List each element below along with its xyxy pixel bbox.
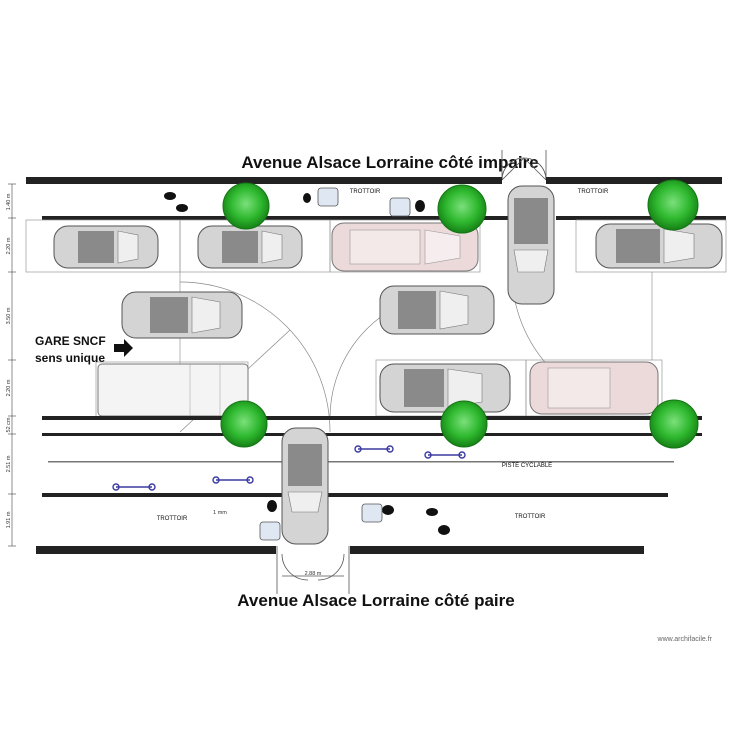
trottoir-bottom-left-label: TROTTOIR xyxy=(157,516,188,522)
car-mid-right xyxy=(379,363,511,413)
door-width-label: 2.88 m xyxy=(305,571,322,577)
car-bottom-vertical xyxy=(281,427,329,545)
tree-icon xyxy=(220,400,268,448)
dim-label: 1.91 m xyxy=(6,511,12,528)
dimension-line-left xyxy=(8,183,16,547)
road-lines xyxy=(42,416,702,497)
dim-label: 52 cm xyxy=(6,417,12,432)
bicycle-icon xyxy=(112,445,466,491)
dim-label: 2.20 m xyxy=(6,237,12,254)
door-top xyxy=(501,150,547,181)
trottoir-top-right-label: TROTTOIR xyxy=(578,189,609,195)
van-left xyxy=(97,363,249,417)
car-mid-center xyxy=(379,285,495,335)
tree-icon xyxy=(647,179,699,231)
dimension-labels-left: 1.40 m 2.20 m 3.50 m 2.20 m 52 cm 2.51 m… xyxy=(6,193,12,528)
gare-label-line2: sens unique xyxy=(35,351,105,365)
car-mid-left xyxy=(121,291,243,339)
car-top-vertical xyxy=(507,185,555,305)
pink-car-mid xyxy=(529,361,659,415)
dim-label: 1.40 m xyxy=(6,193,12,210)
watermark: www.archifacile.fr xyxy=(657,636,713,643)
gare-label-line1: GARE SNCF xyxy=(35,334,106,348)
tree-icon xyxy=(649,399,699,449)
trottoir-bottom-right-label: TROTTOIR xyxy=(515,514,546,520)
car-top-right xyxy=(595,223,723,269)
car-top-2 xyxy=(197,225,303,269)
door-bottom xyxy=(276,546,350,594)
dimension-1mm-label: 1 mm xyxy=(213,510,227,516)
street-title-top: Avenue Alsace Lorraine côté impaire xyxy=(241,153,538,172)
dim-label: 2.20 m xyxy=(6,379,12,396)
wall-top xyxy=(26,177,722,184)
dim-label: 2.51 m xyxy=(6,455,12,472)
street-title-bottom: Avenue Alsace Lorraine côté paire xyxy=(237,591,514,610)
piste-cyclable-label: PISTE CYCLABLE xyxy=(502,463,552,469)
car-top-1 xyxy=(53,225,159,269)
sidewalk-line-top xyxy=(42,216,726,220)
dim-label: 3.50 m xyxy=(6,307,12,324)
wall-bottom xyxy=(36,546,644,554)
arrow-right-icon xyxy=(114,339,133,357)
tree-icon xyxy=(222,182,270,230)
pedestrian-icon xyxy=(164,192,450,535)
tree-icon xyxy=(437,184,487,234)
trottoir-top-left-label: TROTTOIR xyxy=(350,189,381,195)
pink-car-top xyxy=(331,222,479,272)
wheelchair-icon xyxy=(259,187,411,541)
tree-icon xyxy=(440,400,488,448)
